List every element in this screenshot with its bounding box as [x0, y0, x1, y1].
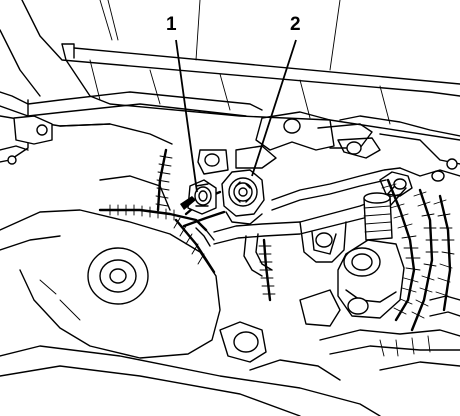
- engine-top-cover: [0, 0, 460, 141]
- callout-label-2: 2: [290, 14, 301, 35]
- right-ribbed-hoses: [258, 178, 455, 332]
- left-frame-rails: [0, 91, 263, 165]
- callout-2: 2: [251, 14, 301, 177]
- leader-line-2: [251, 39, 297, 177]
- callout-1: 1: [166, 14, 198, 193]
- lower-housing: [0, 175, 381, 416]
- lower-right-housing: [299, 289, 460, 371]
- part-2-hex-bolt: [221, 169, 265, 225]
- leader-line-1: [175, 39, 198, 193]
- callout-label-1: 1: [166, 14, 177, 35]
- left-ribbed-hose: [98, 148, 216, 274]
- engine-brackets: [197, 111, 460, 182]
- part-1-wiring-clip: [180, 179, 226, 247]
- injector-body: [337, 192, 405, 319]
